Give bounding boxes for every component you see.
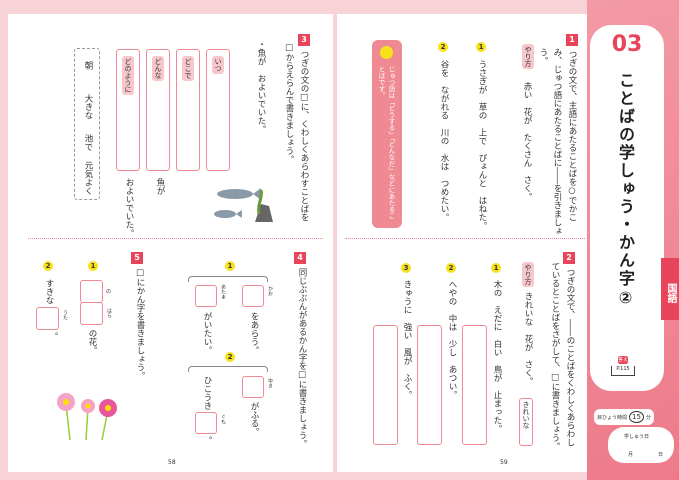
fish-illustration [214,188,273,222]
instruction: う。 [538,48,548,65]
example-answer-box: きれいな [519,398,533,446]
sentence: をあらう。 [249,312,259,355]
box-tag: いつ [212,56,224,74]
instruction: み、じゅつ語にあたることばに――を引きましょ [552,48,562,235]
instruction: つぎの文で、主語にあたることばを○でかこ [567,50,577,222]
unit-title: ことばの学しゅう・かん字② [616,72,635,309]
question-number: 3 [298,34,310,46]
goal-unit: 分 [645,414,651,421]
kanji-box[interactable] [80,302,103,325]
brace [188,276,268,282]
sentence: すきな [44,279,54,305]
answer-box[interactable] [462,325,487,445]
sentence: ・魚が およいでいた。 [256,40,266,134]
item-number: 2 [438,42,448,52]
reading: うた [62,310,68,320]
word: 朝 [83,61,93,70]
answer-box-doko[interactable]: どこで [176,49,200,171]
example-sentence: きれいな 花が さく。 [523,292,533,386]
item-number: 1 [491,263,501,273]
question-number: 1 [566,34,578,46]
reading: はら [106,308,112,318]
month-label[interactable]: 月 [628,452,634,458]
date-label: 学しゅう日 [624,434,650,440]
item-number: 3 [401,263,411,273]
divider [345,238,585,239]
reading: かお [267,286,273,296]
kanji-box[interactable] [242,285,264,307]
page-number: 58 [168,459,176,466]
goal-label: 目ひょう時間 [597,414,628,421]
example-tag: やり方 [522,262,534,287]
item-sentence: 木の えだに 白い 鳥が 止まった。 [492,280,502,433]
item-number: 1 [88,261,98,271]
kanji-box[interactable] [80,280,103,303]
reading: の [106,289,112,295]
sentence: がいたい。 [202,312,212,355]
sentence: 。 [48,332,58,341]
item-number: 2 [225,352,235,362]
brace [188,366,268,372]
kanji-box[interactable] [195,412,217,434]
kanji-box[interactable] [242,376,264,398]
divider [28,238,323,239]
item-sentence: へやの 中は 少し あつい。 [447,280,457,399]
kanji-box[interactable] [36,307,59,330]
instruction: □にかん字を書きましょう。 [135,268,145,380]
item-sentence: 谷を ながれる 川の 水は つめたい。 [439,60,449,222]
kanji-box[interactable] [195,285,217,307]
answer-label: 答え [618,356,629,364]
item-number: 2 [43,261,53,271]
question-number: 4 [294,252,306,264]
box-tag: どのように [122,56,134,95]
item-sentence: うさぎが 草の 上で ぴょんと はねた。 [477,60,487,230]
answer-box[interactable] [417,325,442,445]
sentence: の花。 [87,329,97,355]
goal-time: 目ひょう時間 15 分 [594,409,654,425]
title-card [593,28,661,388]
item-number: 1 [476,42,486,52]
page-number: 59 [500,459,508,466]
sentence-tail: およいでいた。 [124,178,134,238]
sentence: ひこうき [202,376,212,410]
instruction: つぎの文で、――のことばをくわしくあらわし [565,268,575,447]
unit-number: 03 [611,32,643,57]
sentence: 。 [202,436,212,445]
box-tag: どこで [182,56,194,81]
answer-box-itsu[interactable]: いつ [206,49,230,171]
hint-box: じゅつ語は「どうする」「どんなだ」などにあたることばです。 [372,40,402,228]
subject-tab[interactable]: 国語 [661,258,679,320]
item-sentence: きゅうに 強い 風が ふく。 [402,280,412,399]
answer-box-donoyouni[interactable]: どのように [116,49,140,171]
question-number: 5 [131,252,143,264]
word: 大きな [83,94,93,120]
box-tag: どんな [152,56,164,81]
reading: ゆき [267,378,273,388]
word: 元気よく [83,161,93,195]
word-bank: 朝 大きな 池で 元気よく [74,48,100,200]
instruction: □からえらんで書きましょう。 [284,43,294,164]
hint-text: じゅつ語は「どうする」「どんなだ」などにあたることばです。 [377,66,395,219]
sentence-tail: 魚が [155,178,165,195]
goal-minutes: 15 [629,411,644,423]
flowers-illustration [57,393,117,441]
item-number: 1 [225,261,235,271]
answer-box-donna[interactable]: どんな [146,49,170,171]
lightbulb-icon [380,46,393,59]
sentence: がふる。 [249,402,259,436]
study-date: 学しゅう日 月 日 [608,427,674,463]
reading: あたま [220,284,226,299]
word: 池で [83,134,93,151]
instruction: つぎの文の□に、くわしくあらわすことばを [299,50,309,222]
instruction: ているとことばをさがして、□に書きましょう。 [550,262,560,451]
example-sentence: 赤い 花が たくさん さく。 [522,82,532,201]
reading: ぐも [220,414,226,424]
example-tag: やり方 [522,44,534,69]
answer-page[interactable]: P.115 [611,366,635,376]
day-label[interactable]: 日 [658,452,664,458]
question-number: 2 [563,252,575,264]
item-number: 2 [446,263,456,273]
answer-box[interactable] [373,325,398,445]
instruction: 同じぶぶんがあるかん字を□に書きましょう。 [297,268,307,448]
